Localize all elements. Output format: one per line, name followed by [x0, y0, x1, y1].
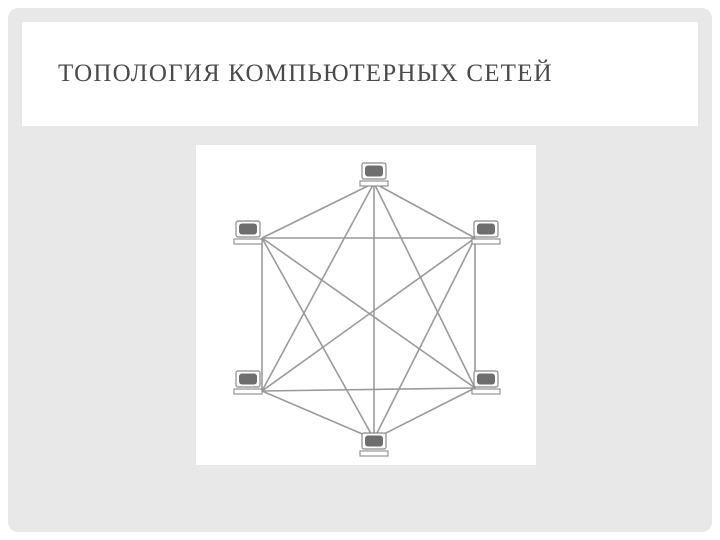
computer-icon [359, 432, 389, 457]
link-bottom-lower-left [261, 390, 375, 440]
link-top-lower-left [261, 182, 375, 392]
link-upper-right-bottom [373, 237, 476, 440]
slide: ТОПОЛОГИЯ КОМПЬЮТЕРНЫХ СЕТЕЙ [8, 8, 712, 532]
link-lower-right-upper-left [261, 237, 476, 389]
link-lower-right-lower-left [261, 387, 476, 392]
computer-icon [359, 162, 389, 187]
link-upper-right-lower-left [261, 237, 476, 392]
link-top-lower-right [373, 182, 476, 389]
link-top-upper-left [261, 182, 375, 239]
link-bottom-upper-left [261, 237, 375, 440]
slide-title: ТОПОЛОГИЯ КОМПЬЮТЕРНЫХ СЕТЕЙ [58, 60, 553, 87]
mesh-topology-svg [233, 162, 501, 457]
link-top-upper-right [373, 182, 476, 239]
computer-icon [471, 370, 501, 395]
links [261, 182, 476, 440]
computer-icon [471, 220, 501, 245]
link-lower-right-bottom [373, 387, 476, 440]
title-box: ТОПОЛОГИЯ КОМПЬЮТЕРНЫХ СЕТЕЙ [22, 22, 698, 126]
computer-icon [233, 220, 263, 245]
network-diagram [196, 145, 536, 465]
computer-icon [233, 370, 263, 395]
